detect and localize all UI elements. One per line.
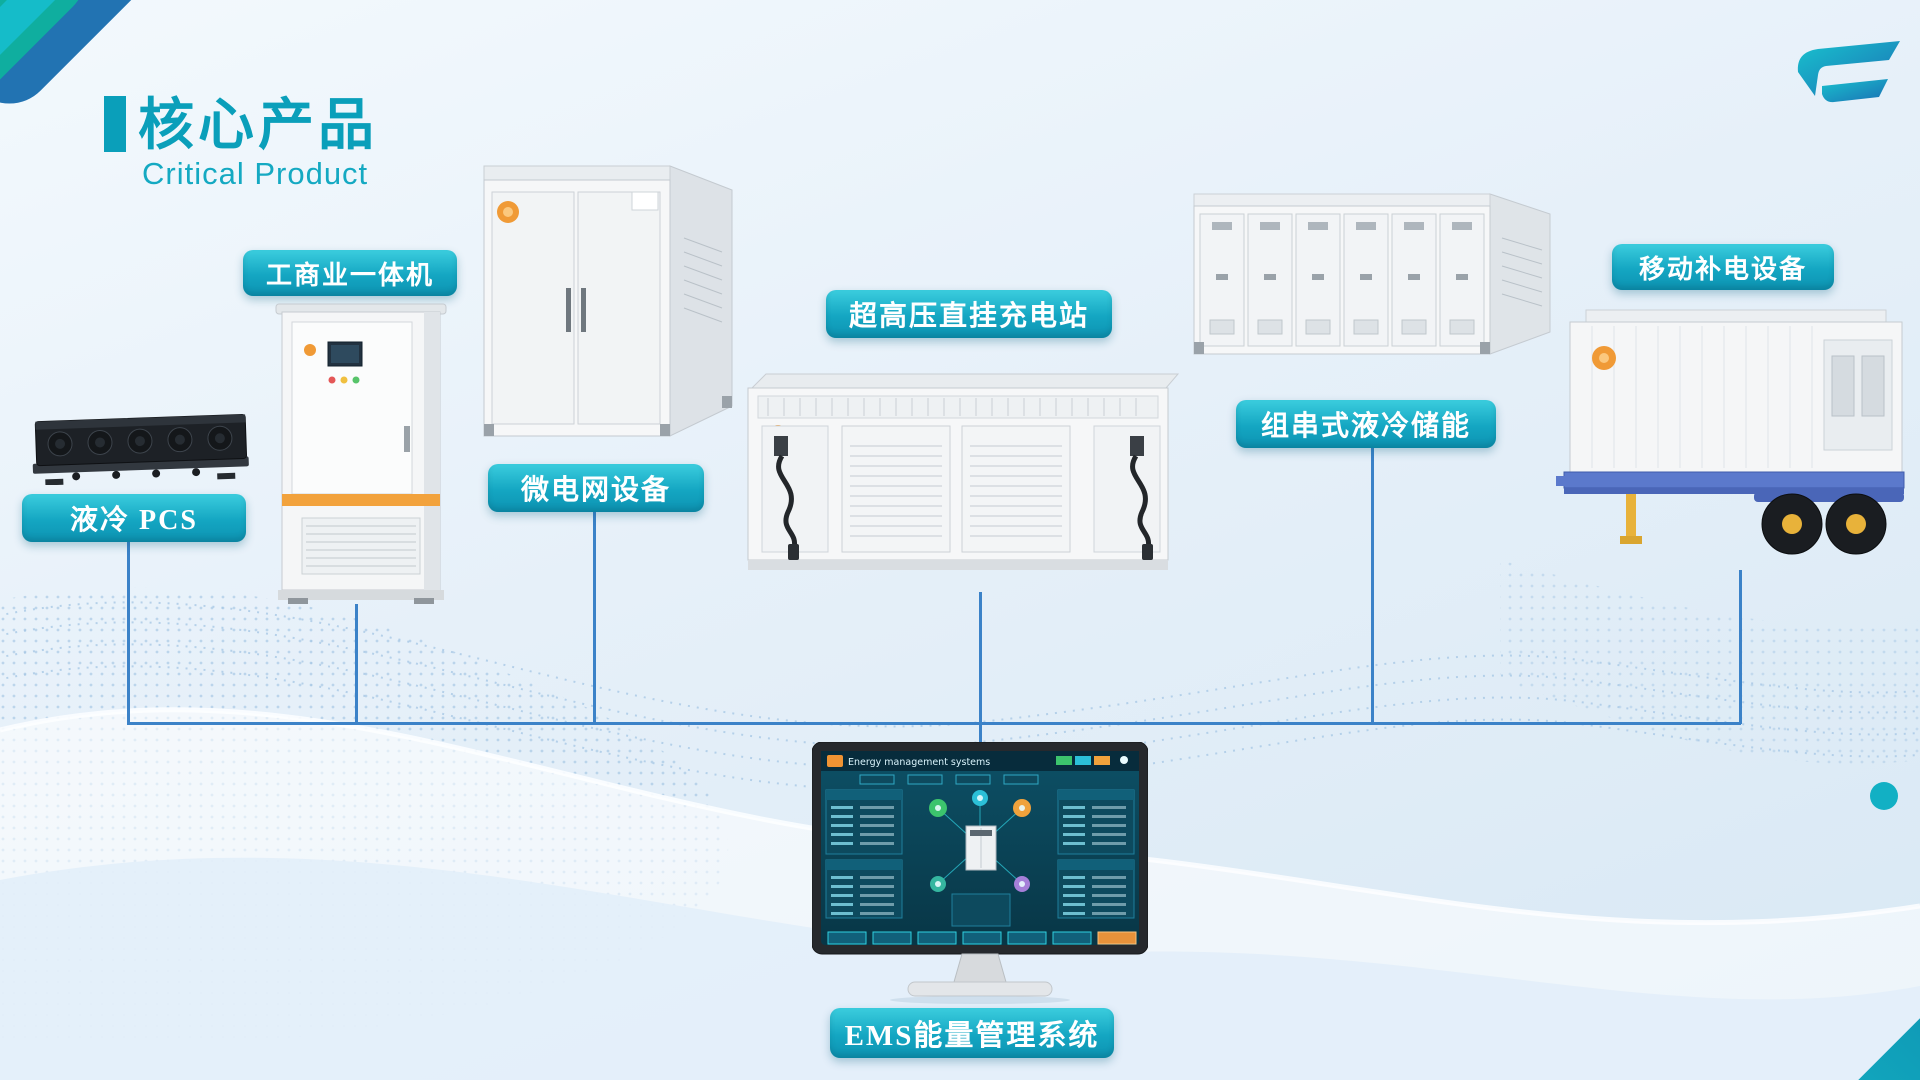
- label-ems: EMS能量管理系统: [830, 1008, 1114, 1058]
- label-mobile-recharge: 移动补电设备: [1612, 244, 1834, 290]
- connector-liquid-pcs: [127, 542, 130, 724]
- label-commercial-allinone: 工商业一体机: [243, 250, 457, 296]
- commercial-allinone-image: [272, 298, 450, 604]
- brand-logo-icon: [1788, 38, 1908, 124]
- connector-charging: [979, 592, 982, 724]
- monitor-stand-base: [907, 981, 1053, 997]
- connector-bus: [127, 722, 1741, 725]
- label-commercial-allinone-text: 工商业一体机: [265, 260, 434, 290]
- uhv-charging-station-image: [738, 362, 1184, 592]
- ems-screen-title: Energy management systems: [848, 757, 990, 768]
- label-uhv-charging-text: 超高压直挂充电站: [848, 301, 1089, 332]
- microgrid-equipment-image: [482, 148, 734, 454]
- mobile-recharge-image: [1556, 300, 1920, 570]
- label-ems-text: EMS能量管理系统: [844, 1020, 1100, 1052]
- ems-logo-icon: [827, 755, 843, 767]
- label-liquid-pcs: 液冷 PCS: [22, 494, 246, 542]
- label-microgrid-text: 微电网设备: [520, 475, 671, 506]
- connector-ems-drop: [979, 722, 982, 750]
- label-string-storage-text: 组串式液冷储能: [1260, 411, 1471, 442]
- page-subtitle: Critical Product: [142, 156, 369, 191]
- label-microgrid: 微电网设备: [488, 464, 704, 512]
- label-string-storage: 组串式液冷储能: [1236, 400, 1496, 448]
- connector-microgrid: [593, 512, 596, 724]
- title-accent-bar: [104, 96, 126, 152]
- page-title: 核心产品: [138, 93, 378, 156]
- ems-monitor: Energy management systems: [812, 742, 1148, 1004]
- label-mobile-recharge-text: 移动补电设备: [1638, 254, 1807, 284]
- teal-dot-decoration: [1870, 782, 1898, 810]
- label-uhv-charging: 超高压直挂充电站: [826, 290, 1112, 338]
- liquid-pcs-image: [30, 400, 255, 485]
- monitor-stand-neck: [953, 953, 1007, 983]
- string-storage-image: [1192, 182, 1554, 368]
- connector-string-storage: [1371, 448, 1374, 724]
- label-liquid-pcs-text: 液冷 PCS: [70, 505, 198, 536]
- connector-allinone: [355, 604, 358, 724]
- connector-mobile: [1739, 570, 1742, 724]
